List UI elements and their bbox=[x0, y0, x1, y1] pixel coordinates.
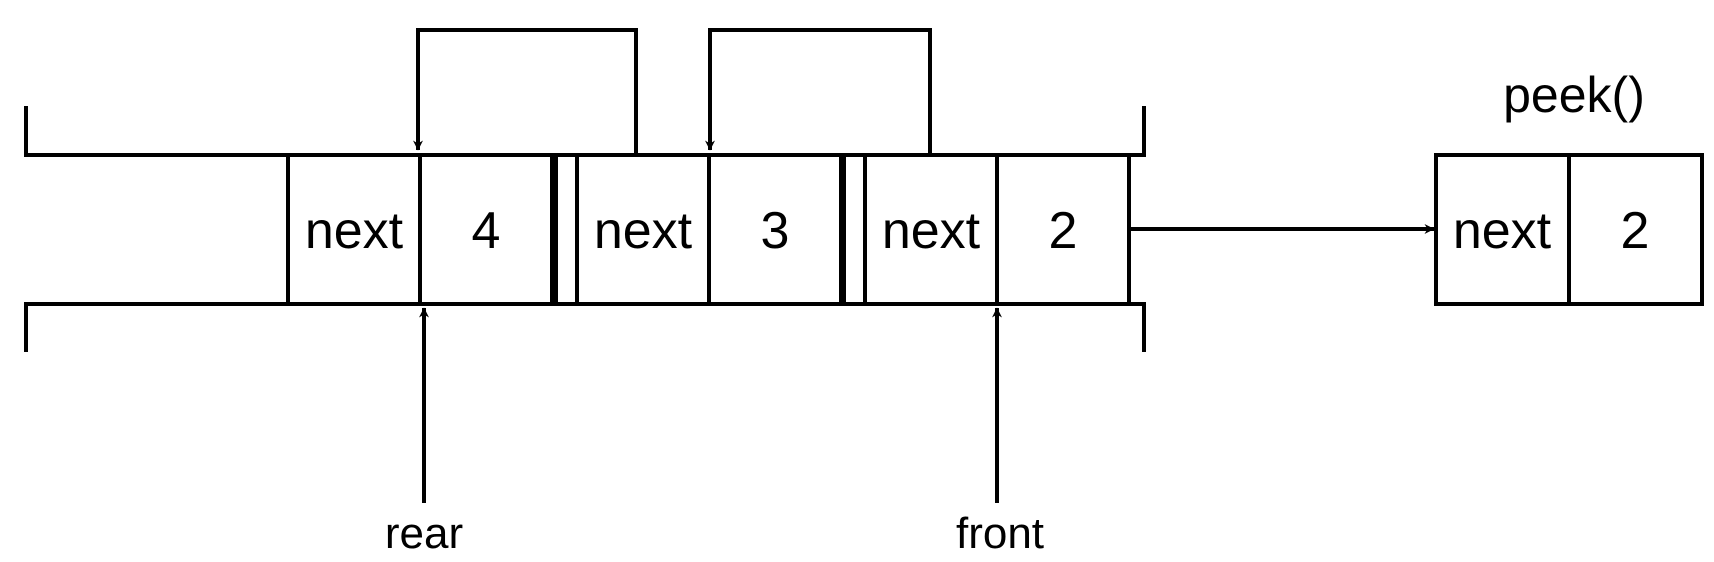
rear-label: rear bbox=[385, 509, 463, 558]
peek-value: 2 bbox=[1621, 202, 1650, 260]
peek-next-label: next bbox=[1453, 202, 1552, 260]
queue-bottom-wall bbox=[24, 302, 1146, 352]
node-value: 3 bbox=[761, 202, 790, 260]
node-next-label: next bbox=[305, 202, 404, 260]
node-next-label: next bbox=[882, 202, 981, 260]
queue-top-wall bbox=[24, 106, 1146, 157]
queue-node bbox=[286, 153, 554, 306]
next-pointer-arrow bbox=[705, 28, 932, 155]
node-next-label: next bbox=[594, 202, 693, 260]
peek-node bbox=[1434, 153, 1704, 306]
front-label: front bbox=[956, 509, 1044, 558]
node-value-cell bbox=[418, 153, 554, 306]
queue-node bbox=[575, 153, 843, 306]
peek-value-cell bbox=[1567, 153, 1704, 306]
node-value: 4 bbox=[472, 202, 501, 260]
node-value-cell bbox=[995, 153, 1131, 306]
next-pointer-arrow bbox=[413, 28, 638, 155]
node-value: 2 bbox=[1049, 202, 1078, 260]
peek-title: peek() bbox=[1503, 67, 1645, 123]
node-value-cell bbox=[707, 153, 843, 306]
